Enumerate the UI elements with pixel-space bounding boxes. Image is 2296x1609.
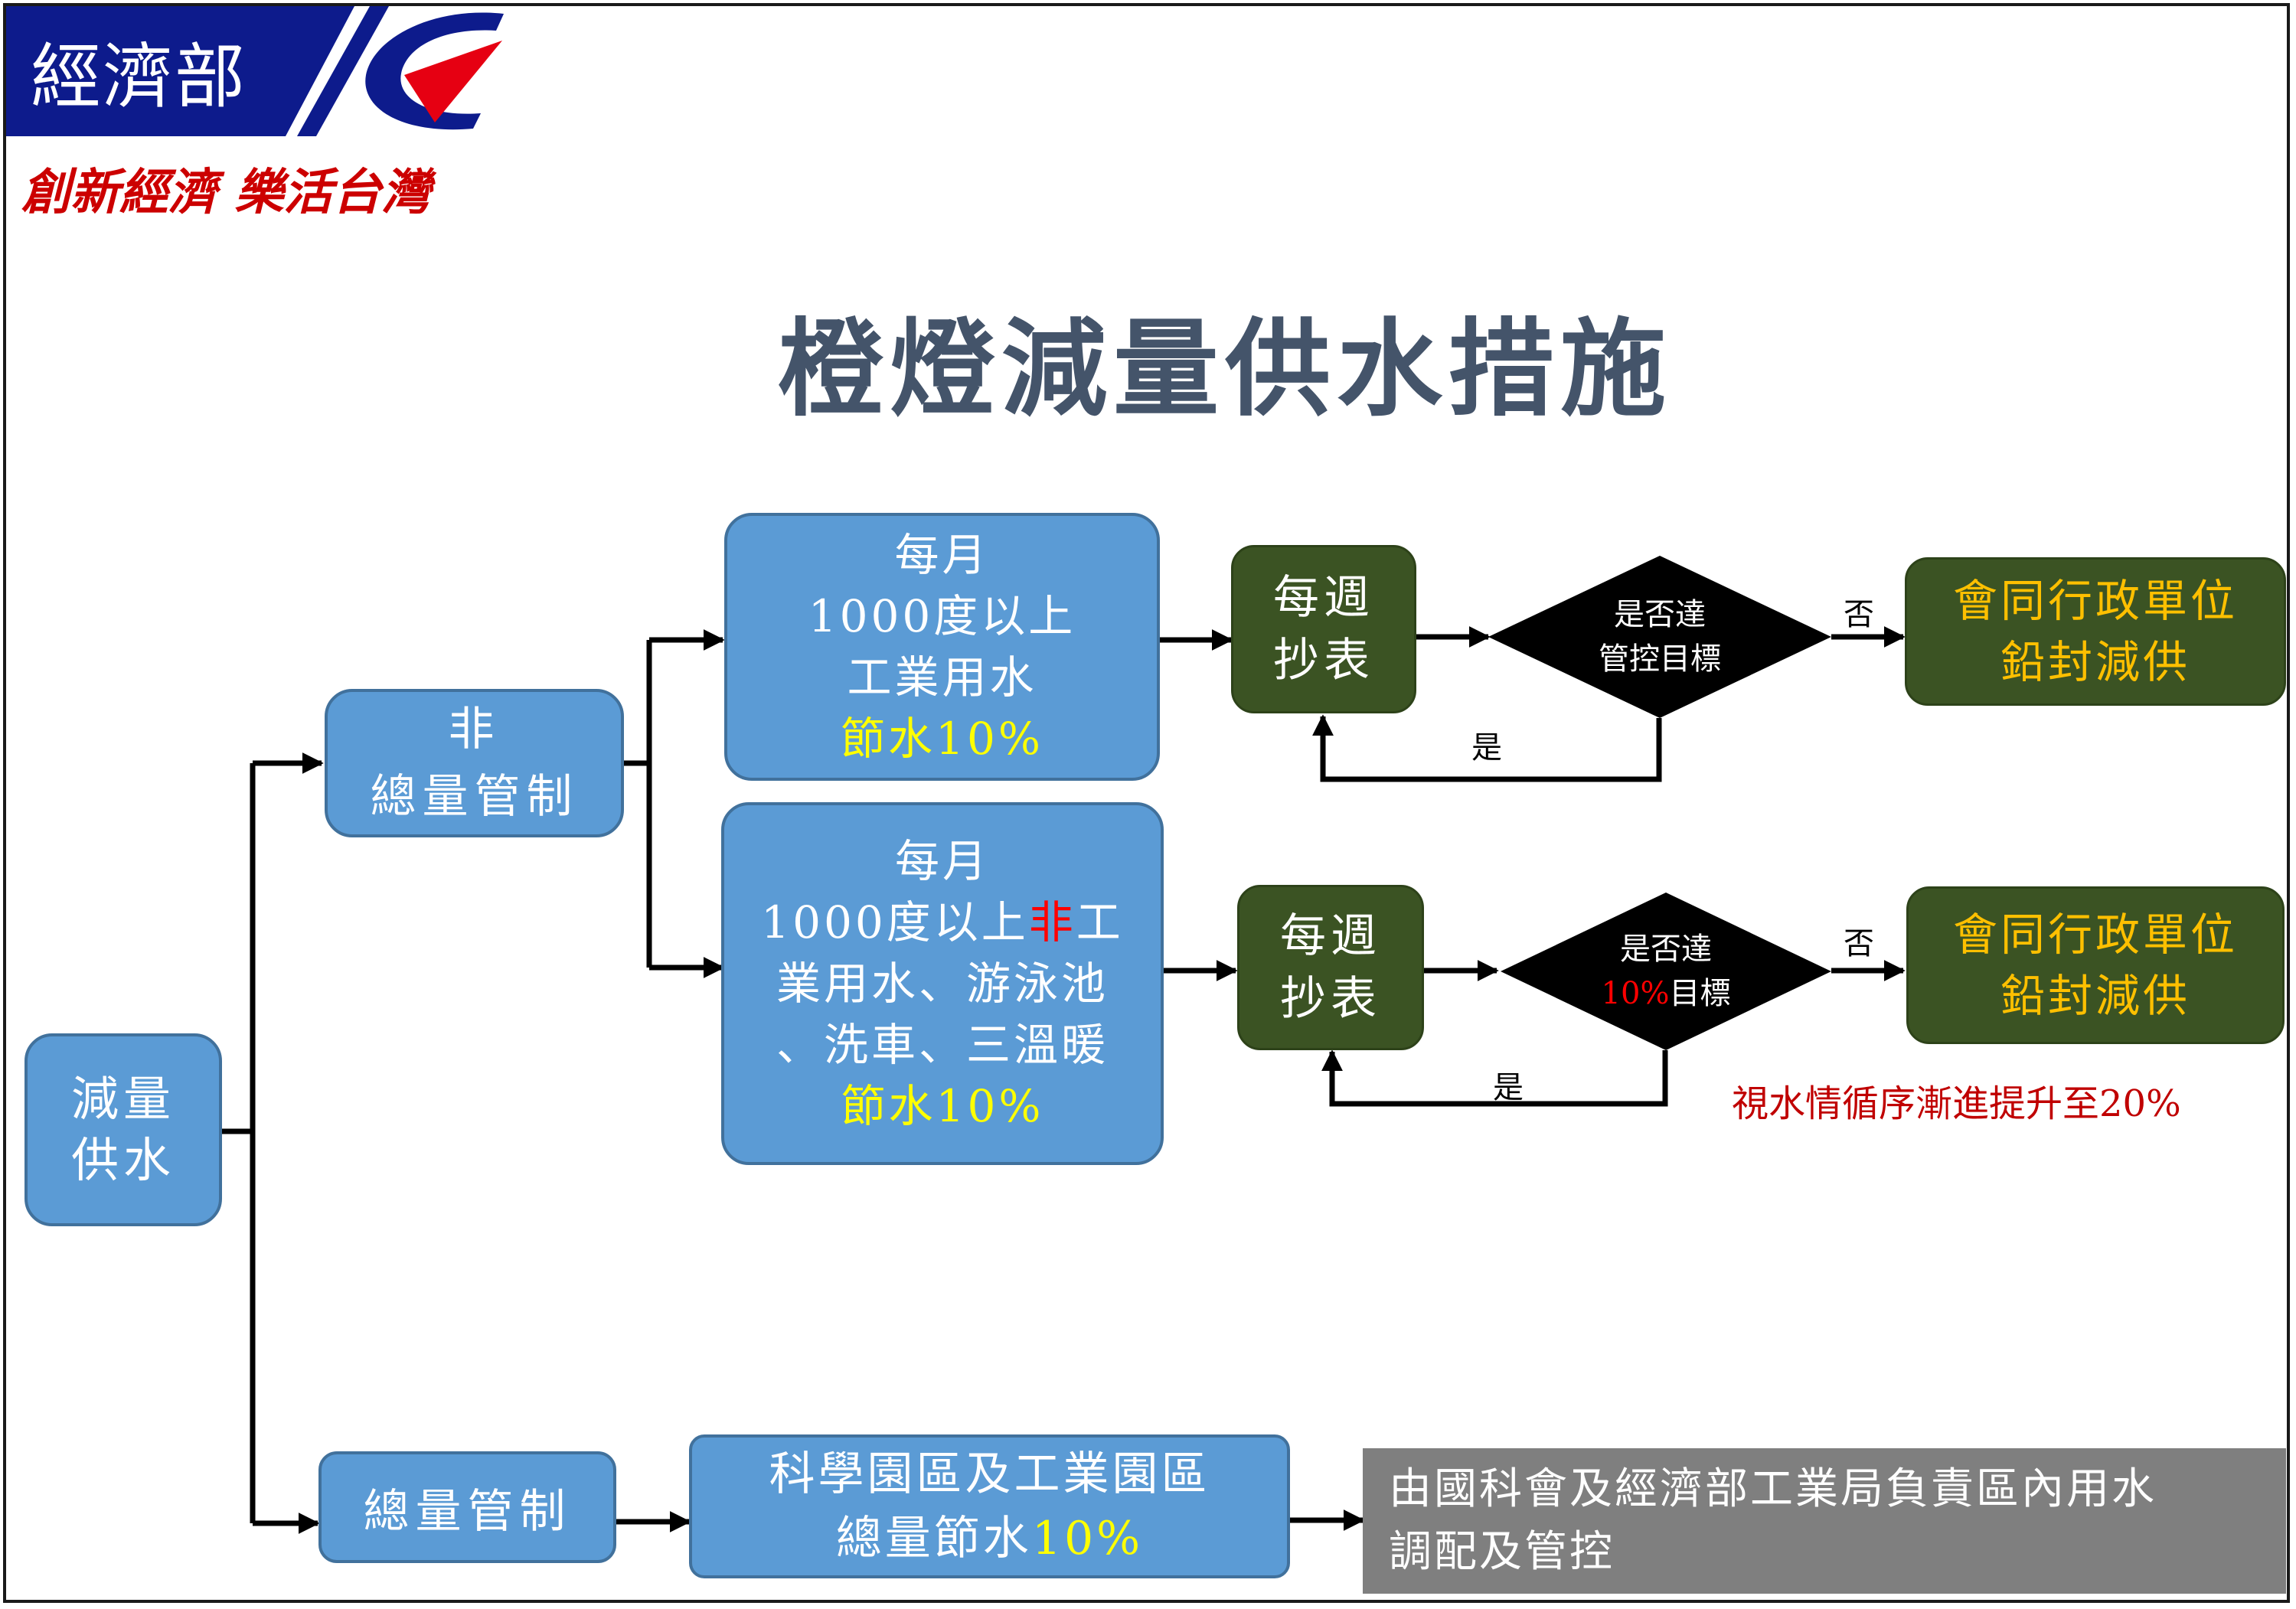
escalation-note: 視水情循序漸進提升至20% bbox=[1732, 1082, 2181, 1125]
non-industrial-water-box: 每月 1000度以上非工 業用水、游泳池 、洗車、三溫暖 節水10% bbox=[721, 802, 1164, 1165]
parks-line-1: 科學園區及工業園區 bbox=[769, 1447, 1210, 1501]
yes-label-2: 是 bbox=[1493, 1070, 1524, 1105]
decision1-line-2: 管控目標 bbox=[1599, 641, 1721, 677]
nonind-line-3: 業用水、游泳池 bbox=[776, 958, 1109, 1010]
no-label-2: 否 bbox=[1844, 926, 1874, 961]
resp-line-1: 由國科會及經濟部工業局負責區內用水 bbox=[1389, 1464, 2157, 1514]
non-total-line-2: 總量管制 bbox=[370, 770, 579, 824]
industrial-save-pct: 10% bbox=[936, 713, 1043, 765]
industrial-line-2: 1000度以上 bbox=[808, 590, 1076, 642]
slide-frame bbox=[3, 3, 2290, 1603]
nonind-threshold: 1000度以上 bbox=[761, 896, 1029, 948]
parks-save-pct: 10% bbox=[1031, 1512, 1144, 1565]
parks-total-save: 總量節水 bbox=[835, 1512, 1032, 1565]
weekly2-line-1: 每週 bbox=[1280, 909, 1381, 963]
outcome2-line-1: 會同行政單位 bbox=[1952, 909, 2238, 961]
root-reduced-supply: 減量 供水 bbox=[24, 1033, 222, 1226]
yes-label-1: 是 bbox=[1471, 730, 1502, 765]
slogan: 創新經濟 樂活台灣 bbox=[21, 165, 431, 221]
weekly1-line-2: 抄表 bbox=[1273, 634, 1374, 687]
no-label-1: 否 bbox=[1844, 597, 1874, 632]
decision1-text: 是否達 管控目標 bbox=[1488, 556, 1831, 718]
decision2-line-1: 是否達 bbox=[1620, 932, 1712, 967]
nonind-save-label: 節水 bbox=[841, 1080, 936, 1132]
industrial-line-3: 工業用水 bbox=[847, 651, 1037, 703]
science-parks-box: 科學園區及工業園區 總量節水10% bbox=[689, 1434, 1290, 1578]
industrial-save-label: 節水 bbox=[841, 713, 936, 765]
outcome1-line-1: 會同行政單位 bbox=[1952, 575, 2238, 627]
industrial-line-4: 節水10% bbox=[841, 708, 1043, 769]
decision-diamond-1 bbox=[1488, 556, 1831, 718]
nonind-non-marker: 非 bbox=[1028, 896, 1076, 948]
responsibility-box: 由國科會及經濟部工業局負責區內用水 調配及管控 bbox=[1363, 1448, 2286, 1594]
nonind-line-4: 、洗車、三溫暖 bbox=[776, 1019, 1109, 1071]
nonind-save-pct: 10% bbox=[936, 1080, 1044, 1132]
outcome1-line-2: 鉛封減供 bbox=[2000, 636, 2190, 688]
outcome-seal-reduce-1: 會同行政單位 鉛封減供 bbox=[1905, 557, 2286, 706]
decision2-target: 目標 bbox=[1669, 976, 1731, 1011]
outcome2-line-2: 鉛封減供 bbox=[2000, 970, 2190, 1022]
parks-line-2: 總量節水10% bbox=[836, 1506, 1143, 1571]
non-total-control: 非 總量管制 bbox=[325, 689, 624, 837]
decision2-line-2: 10%目標 bbox=[1602, 971, 1731, 1016]
total-control: 總量管制 bbox=[318, 1451, 616, 1563]
industrial-line-1: 每月 bbox=[894, 529, 990, 581]
ministry-logo bbox=[6, 6, 504, 136]
page-title: 橙燈減量供水措施 bbox=[777, 308, 1672, 431]
root-line-2: 供水 bbox=[70, 1132, 175, 1188]
root-line-1: 減量 bbox=[70, 1071, 175, 1127]
weekly2-line-2: 抄表 bbox=[1280, 972, 1381, 1026]
resp-line-2: 調配及管控 bbox=[1389, 1527, 1615, 1577]
nonind-line-1: 每月 bbox=[894, 835, 990, 887]
weekly-reading-1: 每週 抄表 bbox=[1231, 545, 1416, 713]
weekly-reading-2: 每週 抄表 bbox=[1237, 885, 1424, 1050]
outcome-seal-reduce-2: 會同行政單位 鉛封減供 bbox=[1906, 886, 2285, 1044]
decision1-line-1: 是否達 bbox=[1614, 597, 1706, 632]
nonind-line-5: 節水10% bbox=[841, 1075, 1044, 1137]
industrial-water-box: 每月 1000度以上 工業用水 節水10% bbox=[724, 513, 1160, 781]
decision2-text: 是否達 10%目標 bbox=[1501, 893, 1831, 1050]
ministry-name: 經濟部 bbox=[31, 36, 247, 118]
decision-diamond-2 bbox=[1501, 893, 1831, 1050]
total-control-label: 總量管制 bbox=[363, 1484, 572, 1539]
weekly1-line-1: 每週 bbox=[1273, 571, 1374, 625]
nonind-gong: 工 bbox=[1076, 896, 1124, 948]
non-total-line-1: 非 bbox=[448, 703, 501, 756]
decision2-pct: 10% bbox=[1601, 976, 1670, 1011]
nonind-line-2: 1000度以上非工 bbox=[761, 892, 1124, 953]
